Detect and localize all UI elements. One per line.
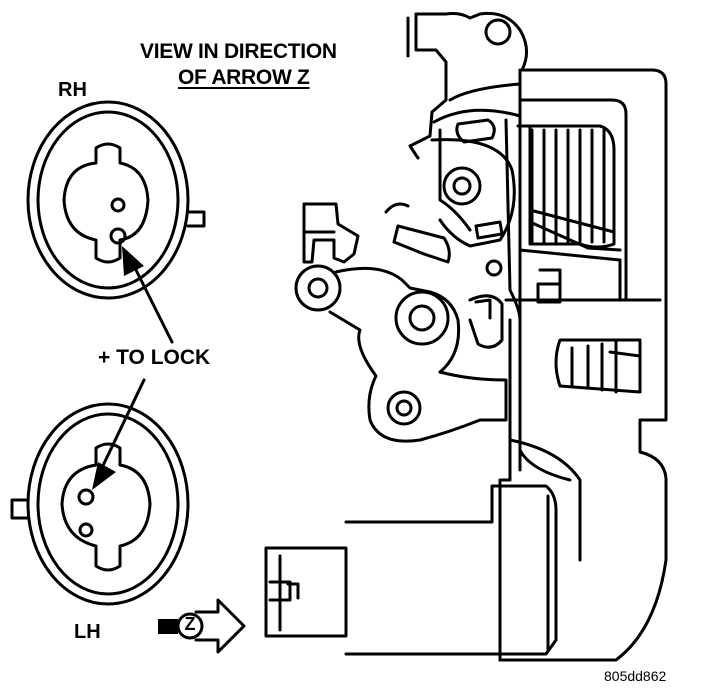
lh-pin-lower: [78, 522, 94, 538]
lower-connector: [264, 484, 558, 662]
lh-connector: [10, 402, 190, 606]
arrow-z-tail: [158, 619, 178, 634]
linkage-arm: [294, 202, 508, 443]
side-tab: [554, 338, 642, 394]
rh-pin-upper: [110, 197, 126, 213]
lh-pin-upper: [77, 488, 95, 506]
motor-gear-area: [516, 124, 622, 304]
lock-leader-arrows: [96, 260, 174, 478]
view-title-line2: OF ARROW Z: [178, 66, 310, 89]
lh-label: LH: [74, 621, 101, 643]
lock-arrowhead-lower: [92, 462, 116, 490]
view-title-line1: VIEW IN DIRECTION: [140, 40, 337, 63]
lock-label: + TO LOCK: [98, 346, 211, 369]
figure-code: 805dd862: [604, 668, 667, 684]
rh-connector: [26, 100, 206, 300]
actuator-housing: [406, 11, 668, 662]
latch-lever: [384, 118, 516, 277]
rh-pin-lower: [109, 227, 127, 245]
lock-arrowhead-upper: [122, 246, 144, 276]
arrow-z-letter: Z: [184, 614, 196, 634]
rh-label: RH: [58, 79, 87, 101]
